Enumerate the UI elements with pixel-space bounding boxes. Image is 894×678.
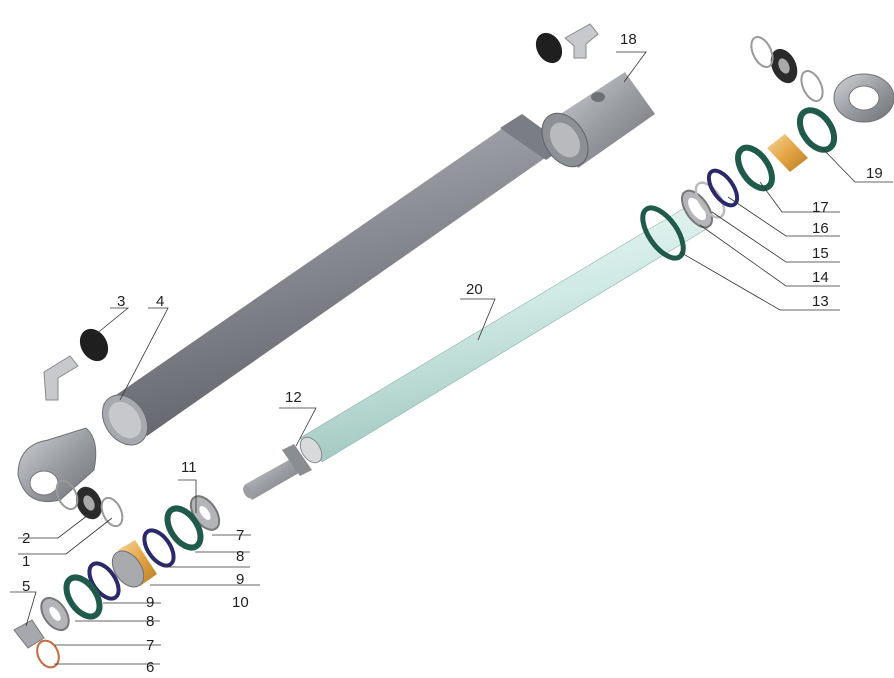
callout-18: 18 [620, 31, 637, 48]
rod-end [243, 444, 312, 500]
callout-19: 19 [866, 165, 883, 182]
leader-lines [10, 51, 893, 665]
callout-labels: 1 2 3 4 5 6 7 8 9 10 9 8 7 11 12 13 14 1… [22, 31, 883, 676]
callout-11: 11 [181, 459, 197, 476]
piston-seals-left [13, 495, 221, 669]
piston-rod [299, 205, 709, 464]
head-fittings [535, 23, 599, 64]
callout-7-lower: 7 [146, 637, 154, 654]
callout-13: 13 [812, 293, 829, 310]
callout-6: 6 [146, 659, 154, 676]
callout-15: 15 [812, 245, 829, 262]
callout-2: 2 [22, 530, 30, 547]
callout-14: 14 [812, 269, 829, 286]
callout-12: 12 [285, 389, 302, 406]
rod-eye-assembly [750, 36, 894, 172]
callout-9-lower: 9 [146, 594, 154, 611]
callout-7-upper: 7 [236, 527, 244, 544]
callout-5: 5 [22, 578, 30, 595]
rod-seals-right [640, 144, 775, 261]
callout-4: 4 [156, 293, 164, 310]
clevis-eye [17, 427, 124, 528]
callout-9-upper: 9 [236, 571, 244, 588]
head-cap [541, 72, 655, 168]
cylinder-barrel [101, 114, 566, 446]
callout-8-lower: 8 [146, 613, 154, 630]
callout-17: 17 [812, 199, 829, 216]
callout-20: 20 [466, 281, 483, 298]
barrel-fittings [43, 328, 109, 401]
callout-10: 10 [232, 594, 249, 611]
callout-16: 16 [812, 220, 829, 237]
callout-3: 3 [117, 293, 125, 310]
callout-8-upper: 8 [236, 548, 244, 565]
callout-1: 1 [22, 553, 30, 570]
